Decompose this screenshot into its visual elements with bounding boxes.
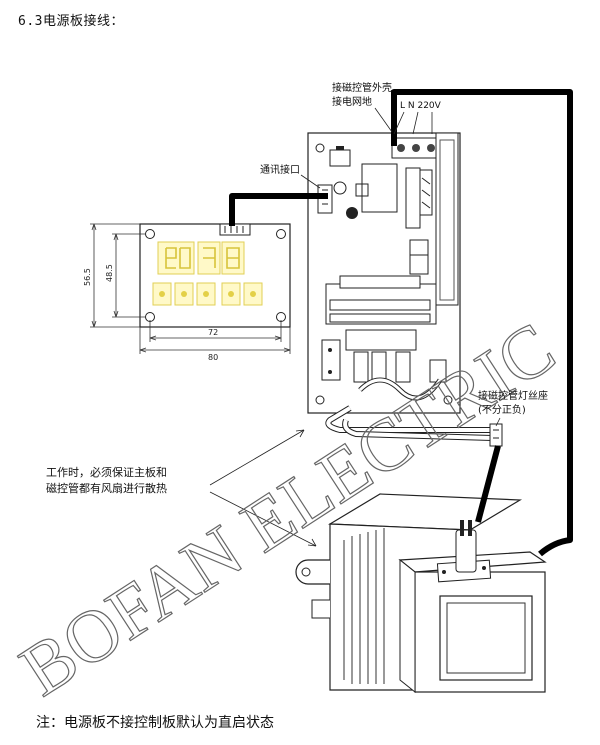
label-comm-port: 通讯接口 [260, 165, 300, 176]
magnetron [295, 493, 547, 694]
cables [229, 89, 573, 557]
label-power-lines: L N 220V [400, 101, 441, 111]
section-heading: 6.3电源板接线： [18, 14, 124, 29]
label-cooling-2: 磁控管都有风扇进行散热 [46, 482, 167, 495]
dim-outer-width: 80 [208, 353, 218, 362]
dimension-lines [90, 223, 291, 354]
label-magnetron-shell: 接磁控管外壳 [332, 83, 392, 94]
dim-outer-height: 56.5 [83, 268, 92, 286]
label-filament-polarity: (不分正负) [478, 405, 526, 416]
leader-lines [209, 107, 501, 547]
label-cooling-1: 工作时，必须保证主板和 [46, 466, 167, 479]
label-filament: 接磁控管灯丝座 [478, 391, 548, 402]
dim-inner-width: 72 [208, 328, 218, 337]
label-ground: 接电网地 [332, 97, 372, 108]
dim-inner-height: 48.5 [105, 264, 114, 282]
footer-note: 注：电源板不接控制板默认为直启状态 [36, 715, 274, 731]
control-board [139, 223, 291, 328]
power-board [307, 132, 503, 447]
